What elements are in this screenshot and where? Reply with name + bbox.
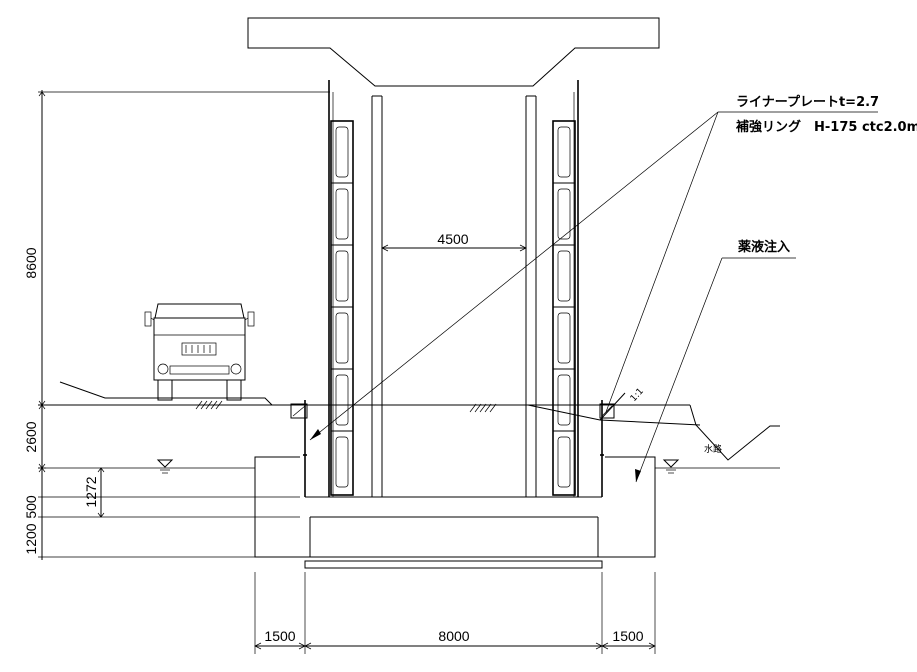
dim-depth-to-water: 2600: [23, 421, 39, 452]
liner-plate-label: ライナープレートt=2.7: [736, 95, 879, 110]
wall-collar-left: [290, 400, 308, 497]
dim-width-center: 8000: [438, 628, 469, 644]
water-level-triangle-icon: [156, 459, 680, 474]
dim-height-above-ground: 8600: [23, 247, 39, 278]
wall-collar-right: [599, 400, 615, 497]
liner-plate-wall-left: [328, 80, 354, 497]
dim-width-right: 1500: [612, 628, 643, 644]
dim-depth-1200: 1200: [23, 523, 39, 554]
dim-depth-1272: 1272: [83, 476, 99, 507]
grout-leader: [635, 257, 796, 483]
reinforcing-ring-label: 補強リング H-175 ctc2.0m: [735, 119, 917, 135]
ground-hatch-icon: [195, 400, 497, 413]
inner-width-dimension: [381, 244, 527, 252]
liner-plate-wall-right: [552, 80, 579, 497]
bottom-width-dimensions: [254, 572, 656, 654]
dim-inner-width: 4500: [437, 231, 468, 247]
slope-label: 1:1: [629, 387, 646, 404]
pier-column: [371, 95, 537, 497]
truck-icon: [144, 303, 255, 401]
pier-cap: [247, 17, 660, 87]
waterway-label: 水路: [704, 443, 722, 455]
dim-depth-500: 500: [23, 495, 39, 519]
liner-plate-leader: [309, 111, 878, 441]
grout-injection-label: 薬液注入: [737, 239, 790, 255]
left-dimension-lines: [38, 90, 330, 560]
ground-surface: [38, 381, 780, 461]
grout-injection-zone: [254, 456, 656, 569]
dim-width-left: 1500: [264, 628, 295, 644]
